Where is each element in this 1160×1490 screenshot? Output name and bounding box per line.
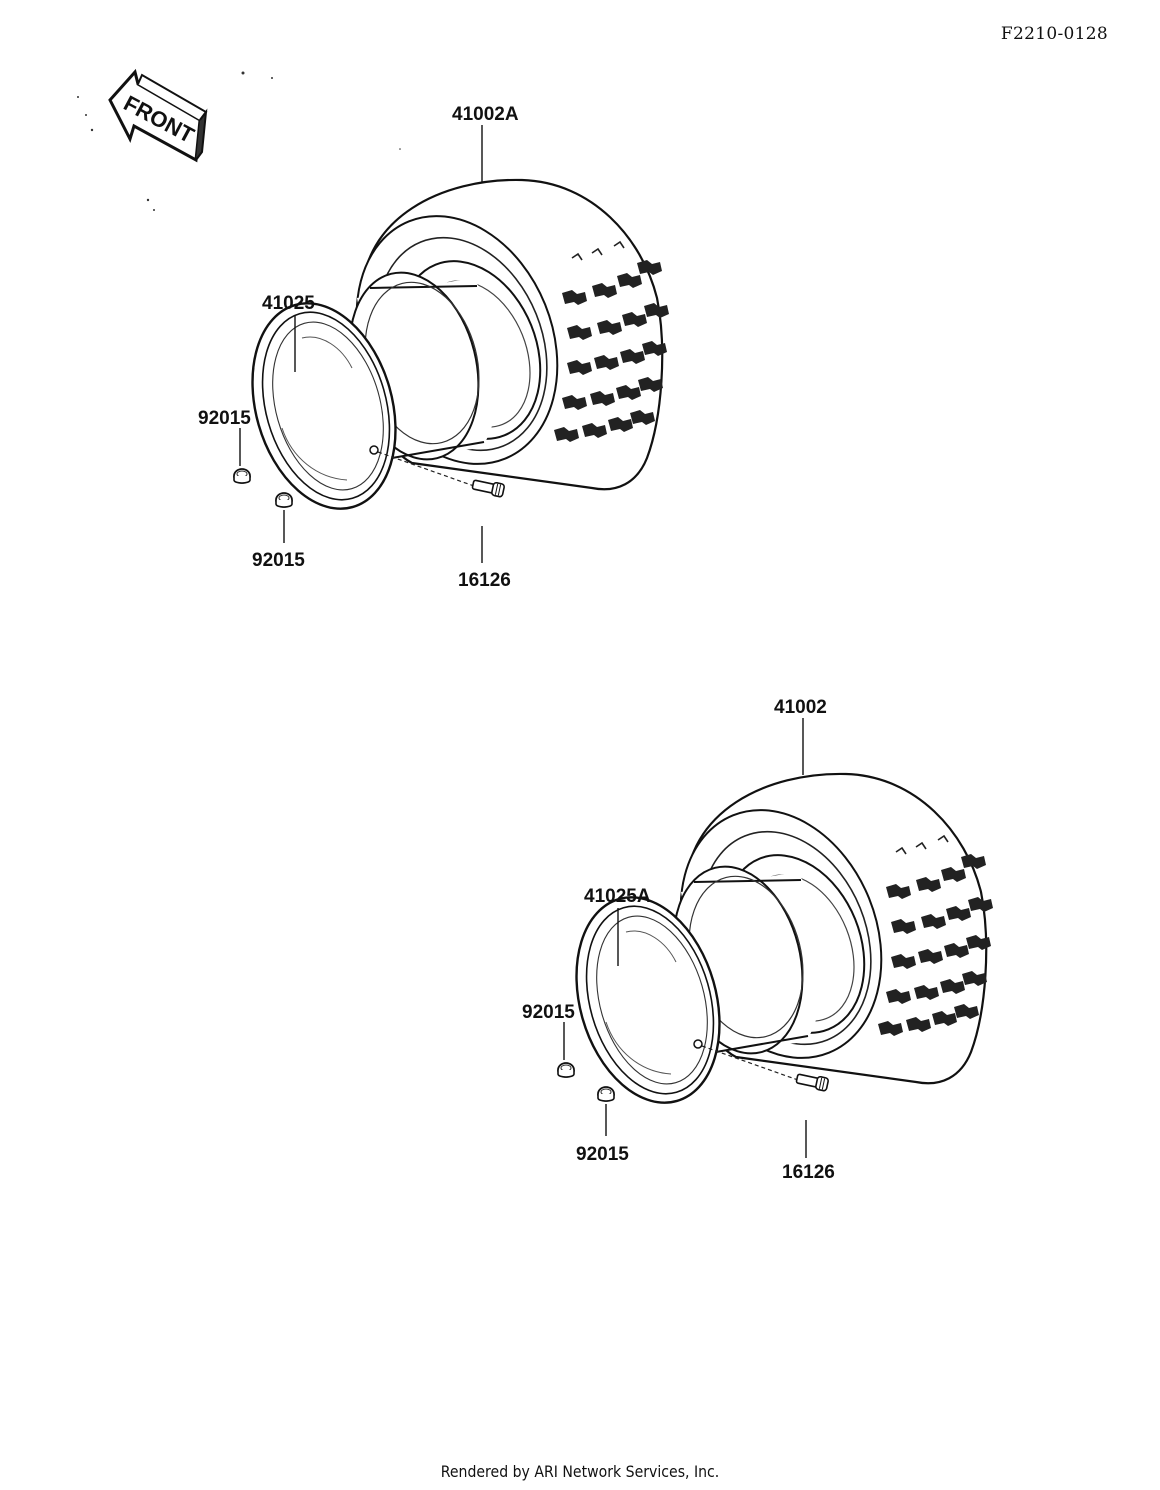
rim-part-number-upper: 41025 [262, 293, 315, 314]
cap-left-part-number-lower: 92015 [522, 1002, 575, 1023]
cap-bottom-part-number-upper: 92015 [252, 550, 305, 571]
valve-part-number-upper: 16126 [458, 570, 511, 591]
wheel-assembly-upper: 41002A 41025 92015 92015 16126 [198, 104, 669, 591]
scan-specks [77, 71, 401, 211]
footer-credit: Rendered by ARI Network Services, Inc. [440, 1462, 720, 1481]
cap-left-part-number-upper: 92015 [198, 408, 251, 429]
cap-left-upper-icon [233, 468, 251, 484]
wheel-assembly-lower: 41002 41025A 92015 92015 16126 [522, 697, 993, 1183]
cap-bottom-lower-icon [597, 1086, 615, 1102]
valve-part-number-lower: 16126 [782, 1162, 835, 1183]
rim-part-number-lower: 41025A [584, 886, 651, 907]
document-code: F2210-0128 [1000, 24, 1108, 44]
front-arrow-icon: FRONT [108, 68, 208, 163]
tire-part-number-lower: 41002 [774, 697, 827, 718]
cap-bottom-upper-icon [275, 492, 293, 508]
tire-part-number-upper: 41002A [452, 104, 519, 125]
cap-left-lower-icon [557, 1062, 575, 1078]
cap-bottom-part-number-lower: 92015 [576, 1144, 629, 1165]
